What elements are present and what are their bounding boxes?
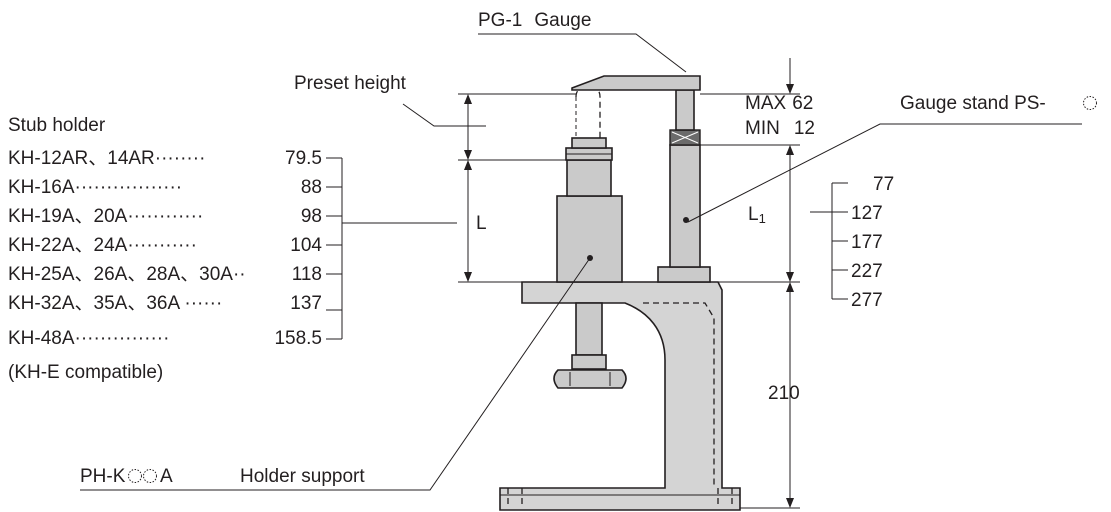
stub-holder-value: 98 (301, 206, 322, 227)
stub-holder-title: Stub holder (8, 115, 106, 136)
l1-value: 177 (851, 232, 883, 253)
dim-L1-label: L1 (748, 204, 766, 226)
dim-L-label: L (476, 213, 487, 234)
stub-holder-row: KH-12AR、14AR········ (8, 148, 205, 169)
preset-height-label: Preset height (294, 73, 407, 94)
gauge-stand-label: Gauge stand PS- (900, 93, 1097, 114)
stub-holder-model: KH-25A、26A、28A、30A (8, 264, 233, 285)
stub-holder-value: 137 (290, 293, 322, 314)
stub-holder-model: KH-32A、35A、36A (8, 293, 180, 314)
l1-values-bracket (810, 182, 848, 300)
circle-placeholder-icon (128, 469, 142, 483)
holder-support-name: Holder support (240, 466, 365, 487)
stub-holder-row: KH-48A··············· (8, 328, 169, 349)
stub-holder-value: 88 (301, 177, 322, 198)
l1-value: 227 (851, 261, 883, 282)
stub-holder-row: KH-16A················· (8, 177, 182, 198)
circle-placeholder-icon (1083, 96, 1097, 110)
stub-holder-list: KH-12AR、14AR········79.5KH-16A··········… (8, 148, 322, 349)
stub-holder-row: KH-22A、24A··········· (8, 235, 197, 256)
stub-holder-model: KH-48A (8, 328, 75, 349)
l1-value: 77 (873, 174, 894, 195)
stub-holder-model: KH-19A、20A (8, 206, 128, 227)
stub-holder-model: KH-16A (8, 177, 75, 198)
stub-holder-bracket (326, 157, 457, 340)
stub-holder-row: KH-25A、26A、28A、30A·· (8, 264, 246, 285)
gauge-arm (571, 75, 701, 91)
stub-holder-value: 104 (290, 235, 322, 256)
holder-support-model-suffix: A (160, 466, 173, 487)
leader-lines (80, 33, 1082, 491)
gauge-stand-marker (683, 217, 689, 223)
stub-holder-leader: ··············· (75, 328, 170, 349)
holder-support-label: PH-K A Holder support (80, 466, 365, 487)
l1-value: 277 (851, 290, 883, 311)
stub-holder-leader: ··········· (127, 235, 197, 256)
holder-support-model-prefix: PH-K (80, 466, 126, 487)
holder-support-base (499, 281, 741, 511)
l1-values-list: 77 127 177 227 277 (851, 174, 894, 311)
l1-value: 127 (851, 203, 883, 224)
dimension-lines (458, 58, 800, 509)
stub-holder-value: 79.5 (285, 148, 322, 169)
gauge-stand-column (657, 89, 711, 283)
circle-placeholder-icon (143, 469, 157, 483)
support-shaft (553, 302, 627, 389)
stub-holder-leader: ······ (179, 293, 222, 314)
stub-holder-leader: ········ (155, 148, 206, 169)
stub-holder-value: 158.5 (274, 328, 322, 349)
stub-holder-value: 118 (292, 264, 322, 285)
stub-holder-model: KH-12AR、14AR (8, 148, 155, 169)
stub-holder-note: (KH-E compatible) (8, 362, 163, 383)
stub-holder-model: KH-22A、24A (8, 235, 128, 256)
stub-holder-row: KH-19A、20A············ (8, 206, 203, 227)
stub-holder-row: KH-32A、35A、36A ······ (8, 293, 222, 314)
stub-holder-leader: ············ (127, 206, 203, 227)
stub-holder-leader: ·· (233, 264, 246, 285)
dim-210-label: 210 (768, 383, 800, 404)
svg-text:Gauge stand PS-: Gauge stand PS- (900, 93, 1046, 114)
stub-holder-body (556, 87, 623, 283)
stub-holder-leader: ················· (75, 177, 183, 198)
